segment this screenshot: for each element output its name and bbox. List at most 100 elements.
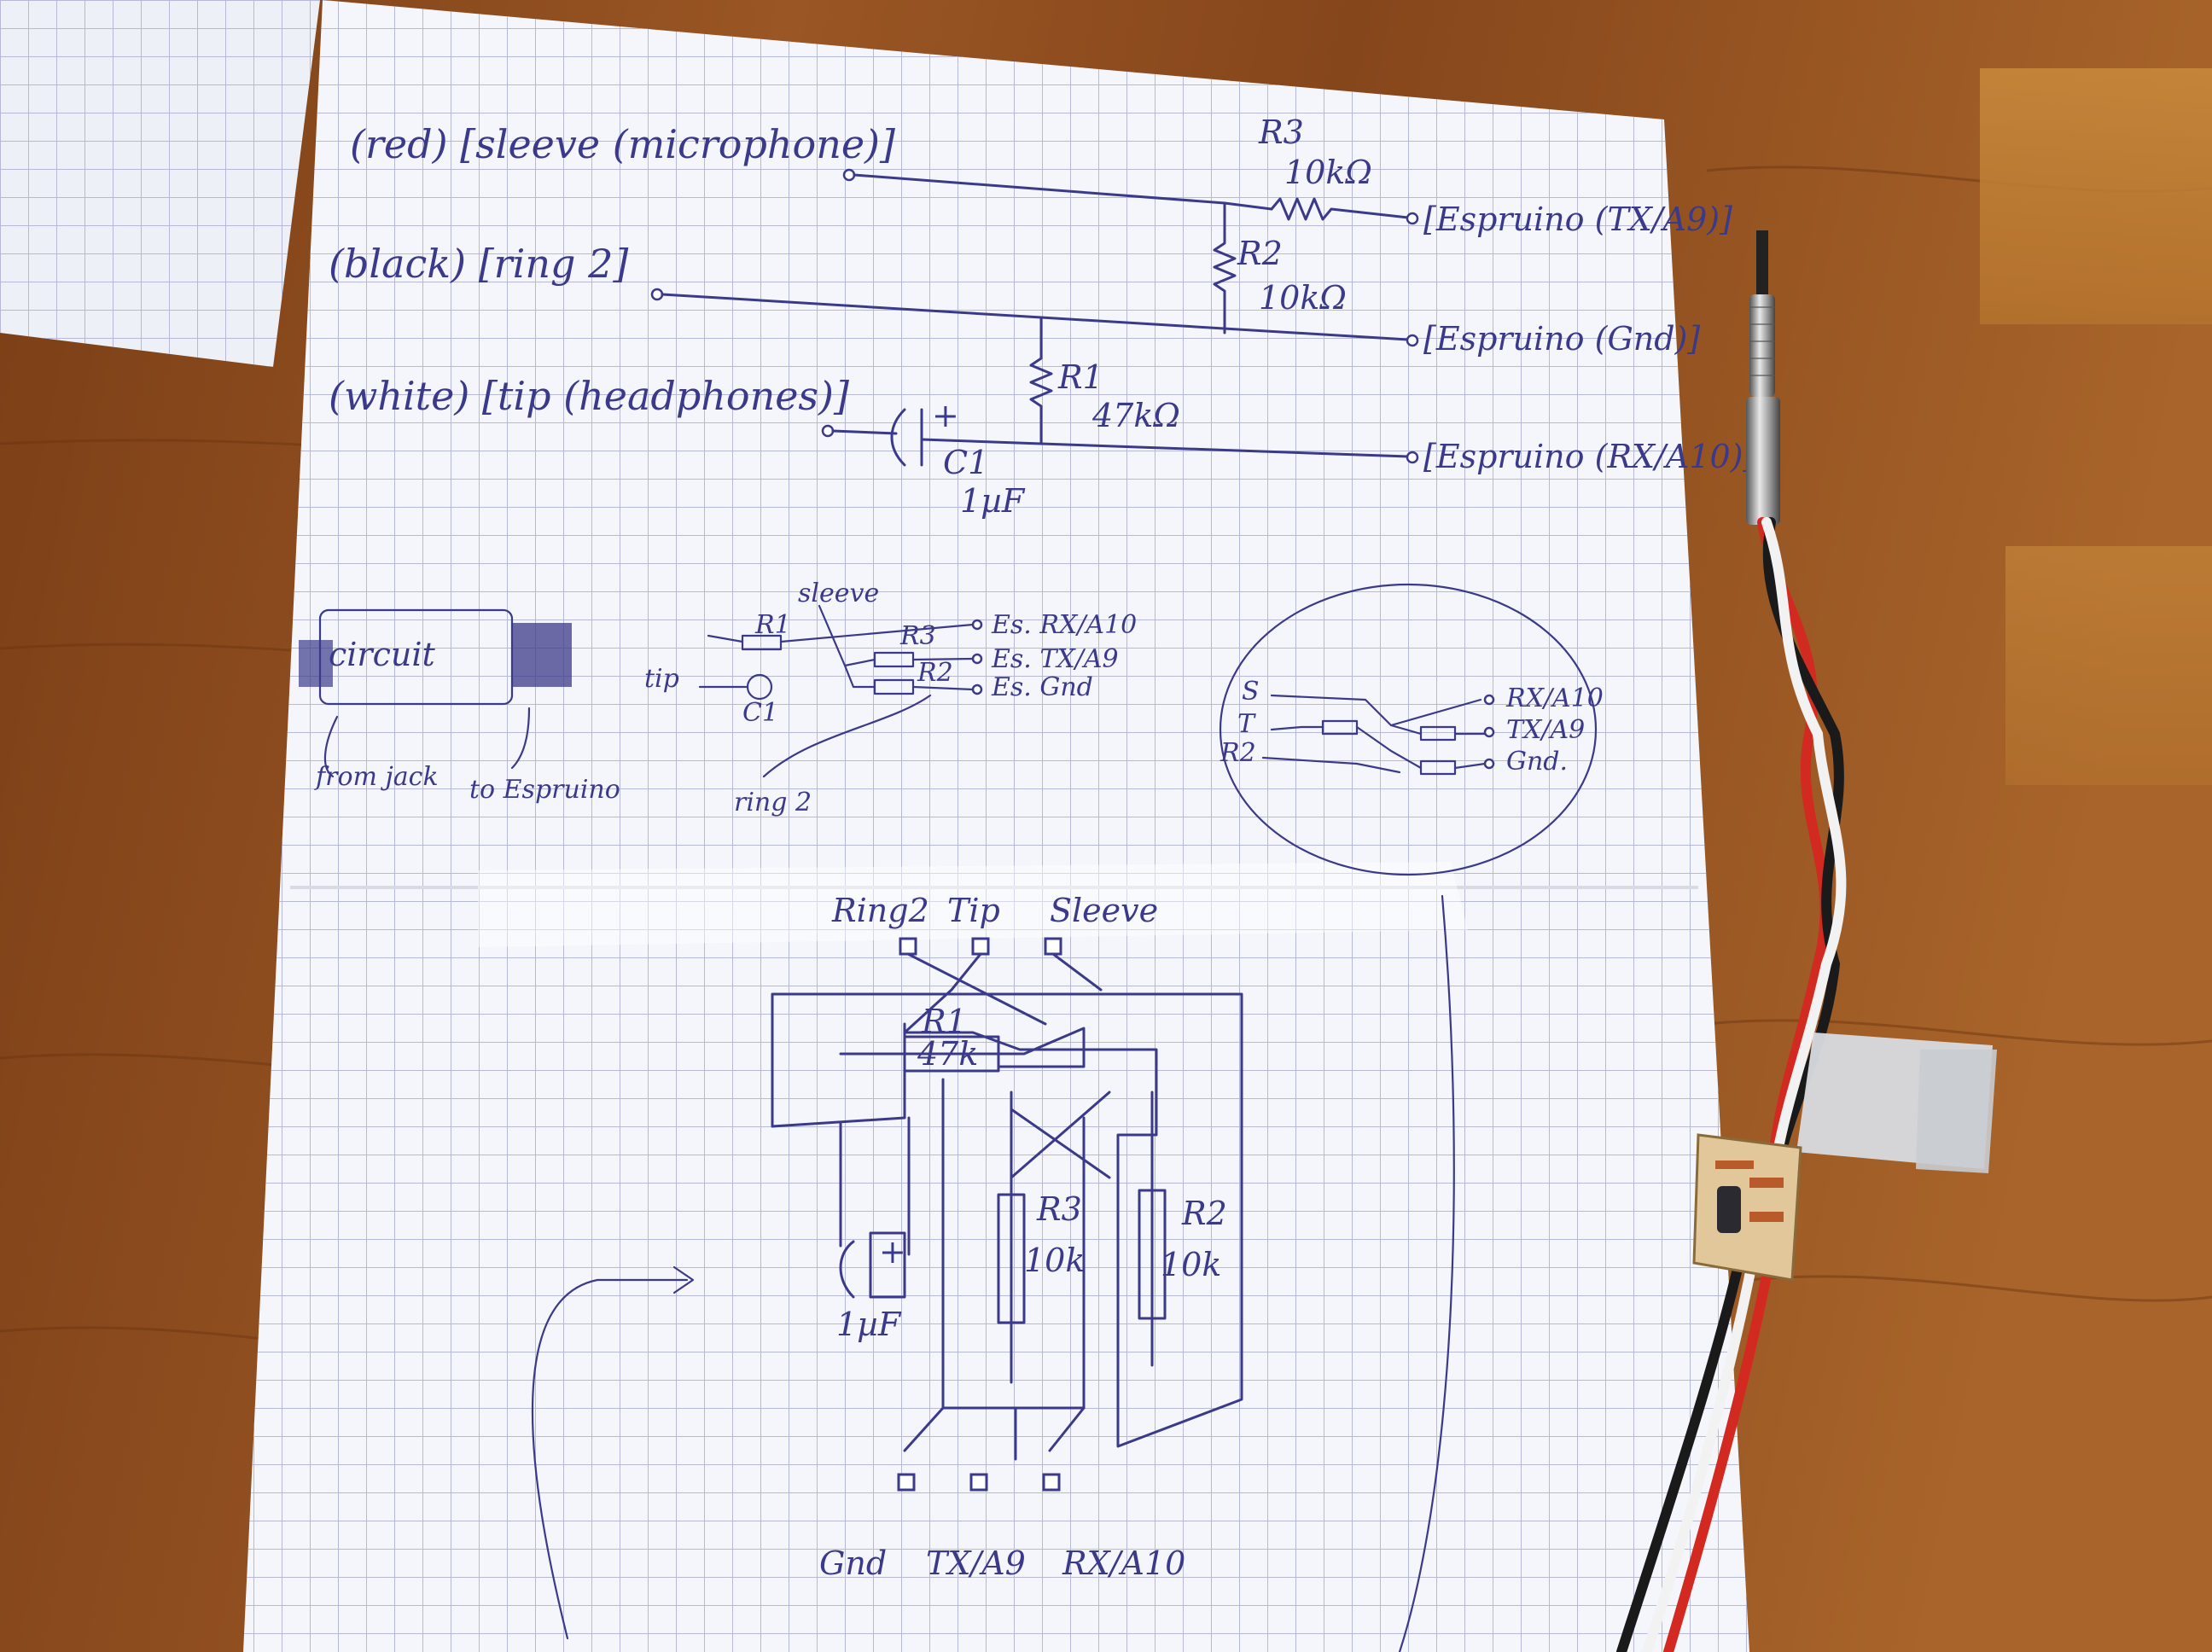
circle-s: S: [1242, 677, 1260, 707]
mid-r1: R1: [754, 610, 791, 640]
mini-pcb: [1692, 1133, 1802, 1282]
mid-tip: tip: [644, 664, 679, 694]
mid-pin-gnd: [971, 683, 983, 695]
out-gnd: [Espruino (Gnd)]: [1423, 320, 1700, 358]
r2-body: [1138, 1189, 1167, 1320]
flow-arrowhead: [672, 1265, 695, 1294]
cap-curve: [839, 1240, 855, 1299]
r2-name: R2: [1237, 235, 1283, 272]
board-traces: [771, 952, 1243, 1448]
mid-r2: R2: [917, 658, 953, 688]
back-sheet: [0, 0, 320, 367]
mid-ring2: ring 2: [734, 788, 812, 817]
top-ring2: Ring2: [831, 892, 929, 929]
terminal-tip: [821, 424, 835, 438]
r2-value: 10kΩ: [1259, 279, 1347, 317]
wire-tip: [831, 429, 898, 435]
out-tx: [Espruino (TX/A9)]: [1423, 201, 1732, 238]
pencil-line: [1398, 894, 1455, 1652]
circle-t: T: [1237, 709, 1256, 739]
circuit-label: circuit: [329, 636, 436, 673]
terminal-rx: [1406, 451, 1419, 464]
mid-pin-tx: [971, 653, 983, 665]
r1-value: 47kΩ: [1091, 397, 1180, 434]
capacitor-plate-curved: [890, 408, 906, 467]
c1-value: 1µF: [960, 482, 1026, 520]
top-tip: Tip: [947, 892, 1000, 929]
circle-r2: R2: [1220, 738, 1256, 768]
pad-rx: [1042, 1473, 1061, 1492]
board-sketch: circuit from jack to Espruino: [299, 608, 620, 805]
light-plank: [1980, 68, 2212, 324]
resistor-r2: [1213, 201, 1237, 334]
circle-pin-rx: [1483, 694, 1495, 706]
wire-rx: [920, 438, 1410, 458]
resistor-r3: [1270, 197, 1410, 221]
circle-outline: [1219, 583, 1598, 876]
bottom-traces: [903, 1406, 1086, 1461]
resistor-r1: [1029, 316, 1053, 445]
pad-sleeve: [1044, 937, 1062, 956]
label-white-tip: (white) [tip (headphones)]: [329, 373, 849, 419]
pad-tx: [969, 1473, 988, 1492]
terminal-gnd: [1406, 334, 1419, 347]
layout-r1-value: 47k: [917, 1035, 978, 1073]
terminal-tx: [1406, 212, 1419, 225]
pad-gnd: [897, 1473, 916, 1492]
pad-ring2: [899, 937, 917, 956]
c1-name: C1: [943, 444, 988, 481]
top-sleeve: Sleeve: [1050, 892, 1158, 929]
espruino-scribble: [512, 623, 572, 687]
mid-out-tx: Es. TX/A9: [991, 644, 1119, 674]
circle-out-gnd: Gnd.: [1506, 747, 1568, 777]
mid-out-gnd: Es. Gnd: [991, 672, 1093, 702]
arrow-to-espruino: [510, 707, 531, 770]
terminal-sleeve: [842, 168, 856, 182]
circle-pin-tx: [1483, 726, 1495, 738]
mid-wires: [698, 604, 975, 778]
cap-plus: +: [932, 397, 959, 434]
bottom-tx: TX/A9: [926, 1544, 1026, 1582]
mid-c1: C1: [742, 698, 778, 728]
r3-value: 10kΩ: [1284, 154, 1372, 191]
cap-body: [869, 1231, 906, 1299]
layout-r3: R3: [1036, 1190, 1082, 1228]
circle-sketch: S T R2 RX/A10 TX/A9 Gnd.: [1219, 583, 1604, 876]
r3-name: R3: [1258, 113, 1304, 151]
r1-body: [903, 1035, 1000, 1073]
from-jack-label: from jack: [314, 762, 439, 792]
layout-drawing: Ring2 Tip Sleeve R1 47k R3 10k R2 10k + …: [531, 892, 1455, 1652]
mid-sleeve: sleeve: [798, 579, 879, 608]
bottom-rx: RX/A10: [1062, 1544, 1185, 1582]
circle-pin-gnd: [1483, 758, 1495, 770]
pad-tip: [971, 937, 990, 956]
out-rx: [Espruino (RX/A10)]: [1423, 438, 1756, 475]
light-plank-2: [2005, 546, 2212, 785]
circle-out-rx: RX/A10: [1505, 683, 1604, 713]
r3-body: [997, 1193, 1026, 1324]
tape: [1796, 1032, 1997, 1173]
graph-paper: [243, 0, 1749, 1652]
mid-out-rx: Es. RX/A10: [991, 610, 1137, 640]
to-espruino-label: to Espruino: [469, 775, 620, 805]
mid-r3: R3: [899, 621, 936, 651]
layout-r1: R1: [921, 1003, 967, 1040]
mid-pin-rx: [971, 619, 983, 631]
circle-out-tx: TX/A9: [1506, 715, 1585, 745]
layout-r3-value: 10k: [1024, 1242, 1085, 1279]
terminal-ring2: [650, 288, 664, 301]
bottom-gnd: Gnd: [819, 1544, 887, 1582]
label-black-ring2: (black) [ring 2]: [329, 241, 628, 287]
audio-jack: [1746, 230, 1780, 525]
cross-traces: [1010, 1091, 1154, 1384]
cap-value: 1µF: [836, 1306, 902, 1343]
cap-plus-sign: +: [879, 1233, 906, 1271]
layout-r2: R2: [1181, 1195, 1227, 1232]
flow-arrow: [531, 1278, 689, 1640]
circle-wires: [1261, 694, 1487, 774]
mid-sketch: sleeve tip ring 2 R1 R3 R2 C1 Es. RX/A10…: [644, 579, 1137, 817]
layout-r2-value: 10k: [1161, 1246, 1221, 1283]
jack-scribble: [299, 640, 333, 687]
r1-name: R1: [1057, 358, 1103, 396]
